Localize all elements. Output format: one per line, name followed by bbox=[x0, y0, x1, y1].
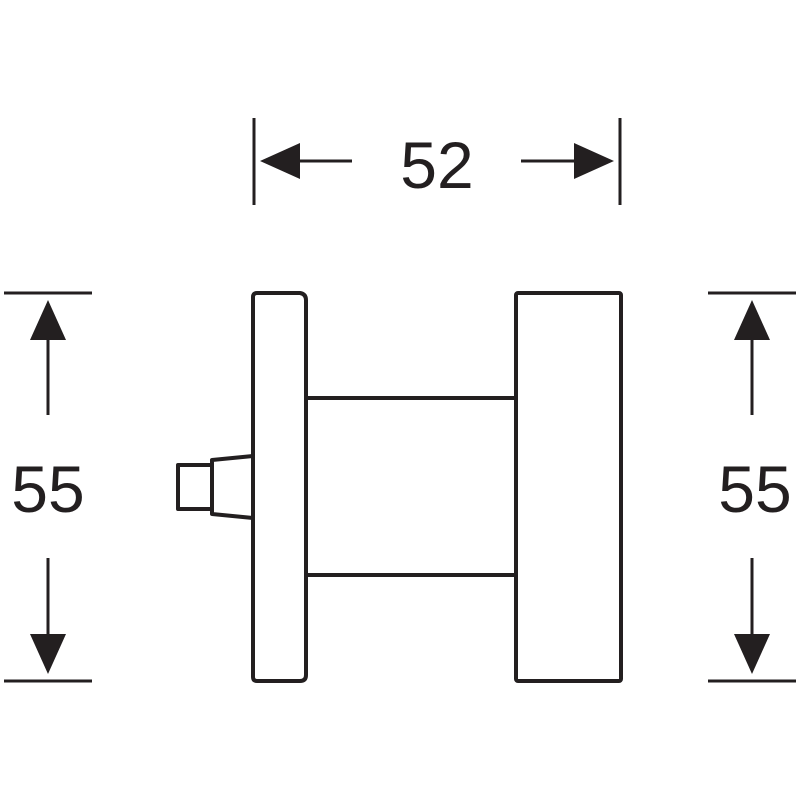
spindle-tapered-collar bbox=[210, 454, 254, 520]
left-arrowhead-up bbox=[30, 300, 66, 340]
width-dimension-label: 52 bbox=[400, 128, 473, 202]
knob-head bbox=[514, 291, 623, 683]
width-arrowhead-right bbox=[574, 143, 614, 179]
right-height-dimension: 55 bbox=[708, 291, 796, 683]
right-arrowhead-down bbox=[734, 634, 770, 674]
left-height-dimension-label: 55 bbox=[11, 452, 84, 526]
door-knob-profile bbox=[176, 291, 623, 683]
right-height-dimension-label: 55 bbox=[718, 452, 791, 526]
width-arrowhead-left bbox=[260, 143, 300, 179]
left-arrowhead-down bbox=[30, 634, 66, 674]
width-dimension: 52 bbox=[252, 118, 622, 205]
spindle-square-end bbox=[176, 463, 214, 511]
rose-plate bbox=[251, 291, 308, 683]
left-height-dimension: 55 bbox=[4, 291, 92, 683]
right-arrowhead-up bbox=[734, 300, 770, 340]
